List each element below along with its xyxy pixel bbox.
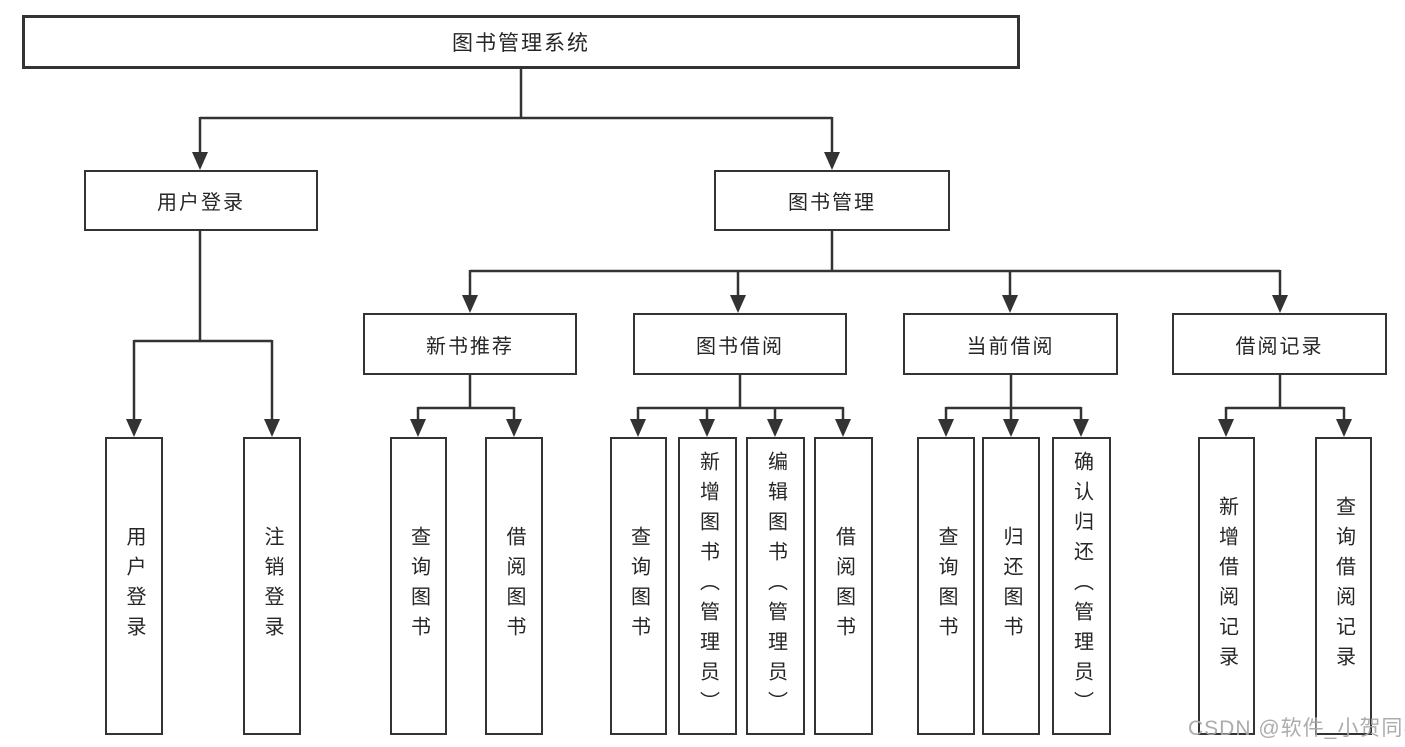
leaf-query-borrow-record: 查询借阅记录 [1315, 437, 1372, 735]
arrow-down-icon [410, 419, 426, 437]
connector-path [132, 69, 1346, 425]
leaf-query-books-borrowing: 查询图书 [610, 437, 667, 735]
arrow-down-icon [730, 295, 746, 313]
node-current-borrowing: 当前借阅 [903, 313, 1118, 375]
leaf-user-login: 用户登录 [105, 437, 163, 735]
arrow-down-icon [824, 152, 840, 170]
arrow-down-icon [938, 419, 954, 437]
leaf-borrow-books: 借阅图书 [814, 437, 873, 735]
arrow-down-icon [767, 419, 783, 437]
leaf-return-books: 归还图书 [982, 437, 1040, 735]
arrow-down-icon [1073, 419, 1089, 437]
arrow-down-icon [192, 152, 208, 170]
node-book-management: 图书管理 [714, 170, 950, 231]
node-user-login: 用户登录 [84, 170, 318, 231]
arrow-down-icon [835, 419, 851, 437]
arrow-down-icon [264, 419, 280, 437]
arrow-down-icon [1272, 295, 1288, 313]
arrow-down-icon [630, 419, 646, 437]
leaf-edit-books-admin: 编辑图书（管理员） [746, 437, 805, 735]
node-new-book-recommend: 新书推荐 [363, 313, 577, 375]
csdn-watermark: CSDN @软件_小贺同学 [1188, 717, 1405, 740]
arrow-down-icon [126, 419, 142, 437]
arrow-down-icon [1002, 295, 1018, 313]
node-book-borrowing: 图书借阅 [633, 313, 847, 375]
arrow-down-icon [462, 295, 478, 313]
arrow-down-icon [699, 419, 715, 437]
arrowheads [126, 152, 1352, 437]
leaf-add-books-admin: 新增图书（管理员） [678, 437, 737, 735]
leaf-confirm-return-admin: 确认归还（管理员） [1052, 437, 1111, 735]
arrow-down-icon [1003, 419, 1019, 437]
node-root: 图书管理系统 [22, 15, 1020, 69]
leaf-add-borrow-record: 新增借阅记录 [1198, 437, 1255, 735]
leaf-borrow-books-recommend: 借阅图书 [485, 437, 543, 735]
leaf-query-books-recommend: 查询图书 [390, 437, 447, 735]
node-borrowing-records: 借阅记录 [1172, 313, 1387, 375]
leaf-logout: 注销登录 [243, 437, 301, 735]
arrow-down-icon [1218, 419, 1234, 437]
leaf-query-books-current: 查询图书 [917, 437, 975, 735]
arrow-down-icon [1336, 419, 1352, 437]
arrow-down-icon [506, 419, 522, 437]
